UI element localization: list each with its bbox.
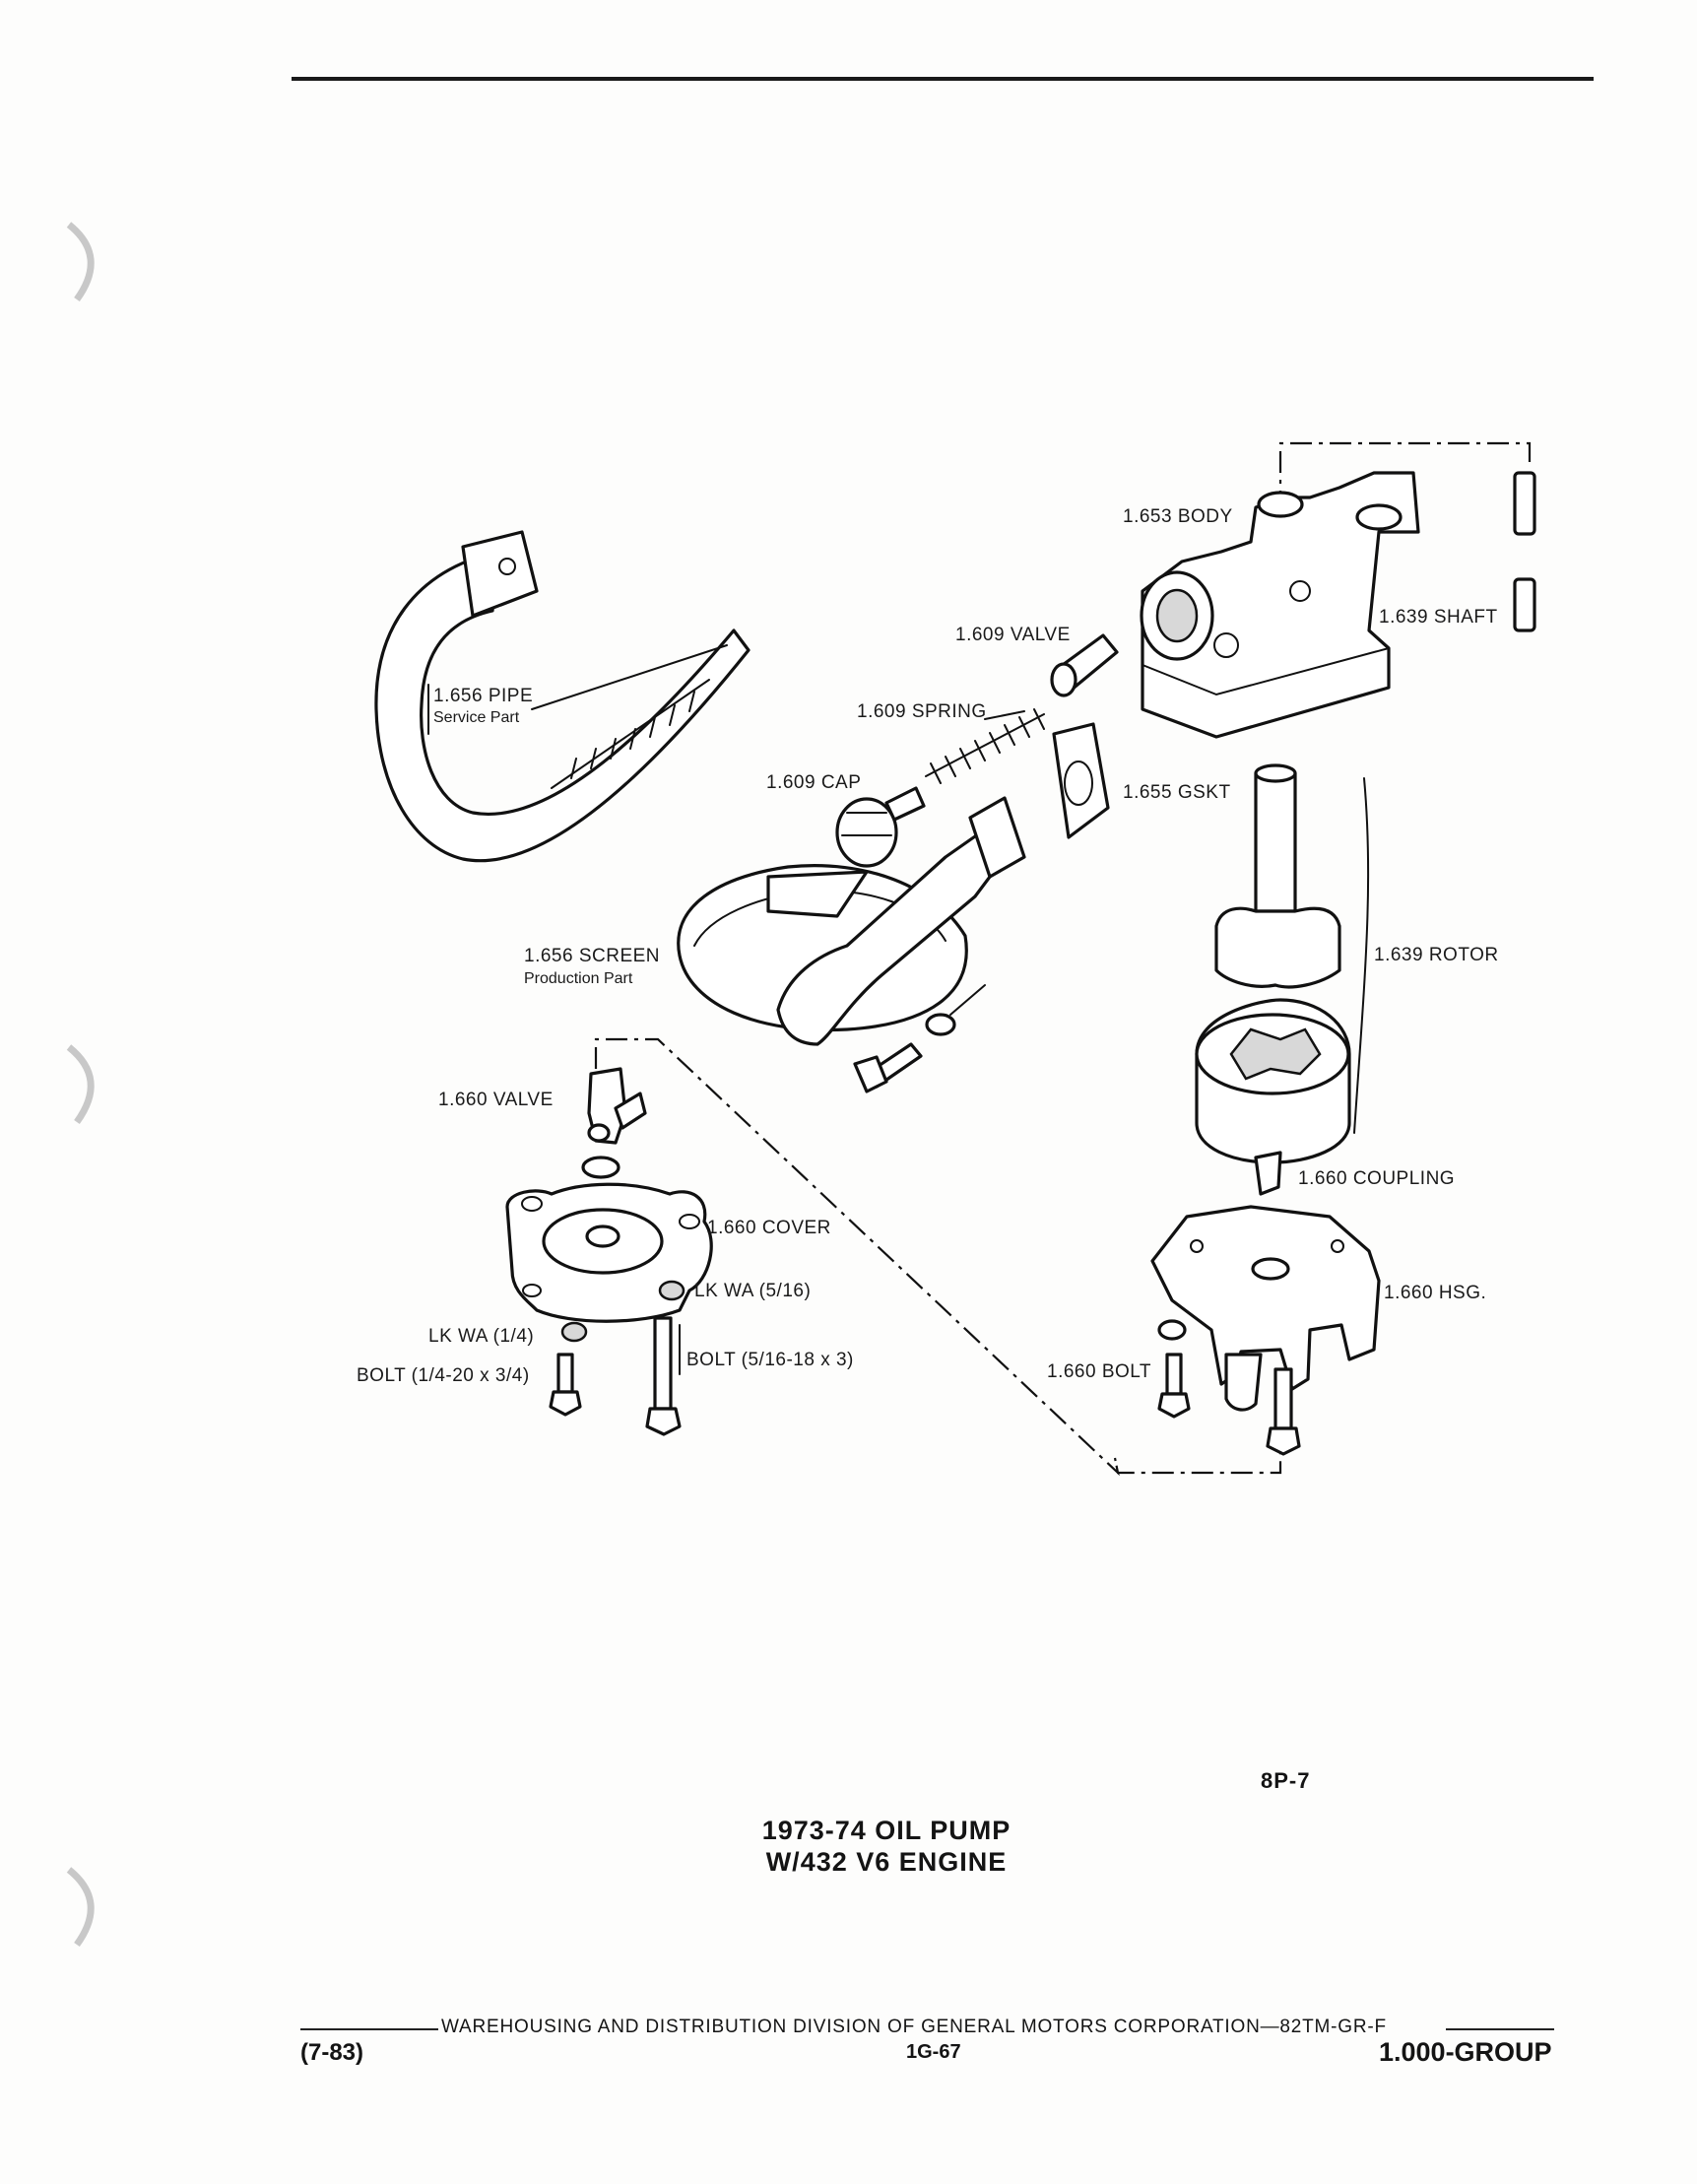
spring-leader <box>984 710 1025 720</box>
screen-sublabel: Production Part <box>524 970 633 987</box>
diagram-title: 1973-74 OIL PUMP W/432 V6 ENGINE <box>630 1815 1142 1878</box>
rotor-label: 1.639 ROTOR <box>1374 945 1499 965</box>
title-line-2: W/432 V6 ENGINE <box>765 1847 1008 1877</box>
shaft-label: 1.639 SHAFT <box>1379 607 1498 628</box>
long-bolt <box>645 1316 682 1436</box>
pump-cover <box>505 1182 713 1323</box>
rotor-bracket <box>1353 777 1370 1134</box>
footer-division-text: WAREHOUSING AND DISTRIBUTION DIVISION OF… <box>441 2017 1387 2037</box>
lkwa-14-label: LK WA (1/4) <box>428 1326 534 1347</box>
binder-hole-top <box>66 222 95 302</box>
footer-rule-right <box>1446 2028 1554 2030</box>
shaft-part <box>1513 471 1536 632</box>
cover-washer <box>581 1156 620 1179</box>
footer-date: (7-83) <box>300 2039 364 2066</box>
pump-housing <box>1150 1205 1381 1412</box>
footer-page-number: 1G-67 <box>906 2041 961 2063</box>
sheet-code: 8P-7 <box>1261 1768 1311 1793</box>
bolt-14-label: BOLT (1/4-20 x 3/4) <box>357 1365 530 1386</box>
binder-hole-bottom <box>66 1867 95 1948</box>
footer-rule-left <box>300 2028 438 2030</box>
bolt-hsg-label: 1.660 BOLT <box>1047 1361 1151 1382</box>
short-bolt <box>549 1353 582 1417</box>
footer-group: 1.000-GROUP <box>1379 2037 1552 2067</box>
spring-label: 1.609 SPRING <box>857 701 987 722</box>
body-label: 1.653 BODY <box>1123 506 1233 527</box>
lkwa-516-label: LK WA (5/16) <box>694 1281 811 1301</box>
top-rule <box>292 77 1594 81</box>
pipe-sublabel: Service Part <box>433 709 520 726</box>
shaft-alignment-line <box>1278 441 1532 512</box>
relief-spring <box>925 708 1045 784</box>
rotor-inner <box>1214 763 1341 989</box>
title-line-1: 1973-74 OIL PUMP <box>761 1816 1012 1845</box>
relief-cap <box>835 786 926 868</box>
lock-washer-14 <box>560 1321 588 1343</box>
rotor-outer <box>1195 998 1351 1164</box>
screen-bolt <box>853 984 986 1093</box>
screen-production-part <box>677 796 1026 1046</box>
pump-body <box>1140 471 1420 739</box>
relief-valve-top <box>1050 633 1119 697</box>
pipe-label: 1.656 PIPE <box>433 686 533 706</box>
gasket-label: 1.655 GSKT <box>1123 782 1231 803</box>
bolt-516-label: BOLT (5/16-18 x 3) <box>686 1350 854 1370</box>
valve-top-label: 1.609 VALVE <box>955 625 1071 645</box>
coupling-label: 1.660 COUPLING <box>1298 1168 1455 1189</box>
binder-hole-middle <box>66 1044 95 1125</box>
pipe-service-part <box>374 530 751 863</box>
relief-valve-lower <box>587 1067 647 1145</box>
housing-label: 1.660 HSG. <box>1384 1283 1486 1303</box>
coupling-part <box>1254 1151 1282 1196</box>
cover-label: 1.660 COVER <box>707 1218 831 1238</box>
screen-label: 1.656 SCREEN <box>524 946 660 966</box>
cap-label: 1.609 CAP <box>766 772 861 793</box>
lock-washer-516 <box>658 1280 685 1301</box>
valve-lower-label: 1.660 VALVE <box>438 1090 554 1110</box>
housing-bolt <box>1157 1319 1301 1456</box>
gasket-part <box>1052 722 1110 839</box>
valve-alignment-line <box>594 1037 1282 1477</box>
